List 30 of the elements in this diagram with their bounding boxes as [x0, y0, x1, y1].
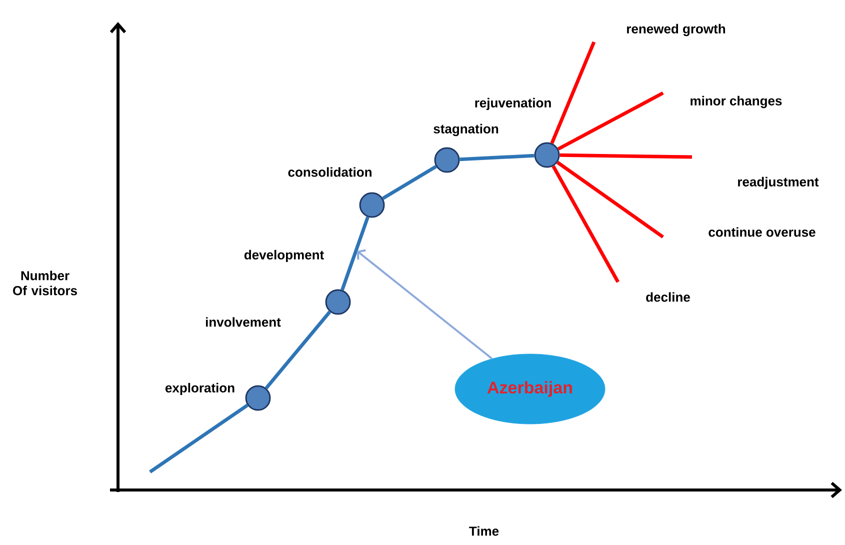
text-label: Time — [469, 526, 499, 536]
arrow — [357, 249, 493, 360]
text-label: decline — [646, 292, 690, 302]
text-label: Number Of visitors — [13, 270, 77, 296]
branch-line — [550, 41, 596, 144]
stage-marker — [245, 385, 271, 411]
stage-marker — [325, 289, 351, 315]
stage-label: rejuvenation — [475, 98, 551, 110]
branch-line — [557, 91, 664, 151]
stage-marker — [434, 147, 460, 173]
text-label: readjustment — [738, 176, 819, 190]
curve-segment — [460, 154, 534, 162]
branch-line — [556, 160, 664, 238]
curve-segment — [264, 310, 332, 390]
oval-callout: Azerbaijan — [454, 354, 606, 424]
text-label: development — [244, 250, 324, 262]
text-label: minor changes — [690, 96, 782, 108]
curve-segment — [340, 216, 370, 291]
curve-segment — [382, 165, 437, 200]
stage-label: involvement — [206, 317, 281, 327]
text-label: continue overuse — [708, 227, 816, 237]
stage-marker — [359, 192, 385, 218]
stage-label: consolidation — [288, 167, 372, 177]
stage-label: exploration — [165, 382, 234, 396]
curve-segment — [149, 404, 248, 474]
branch-line — [560, 153, 692, 159]
stage-label: stagnation — [434, 124, 498, 136]
stage-marker — [534, 142, 560, 168]
branch-line — [552, 165, 620, 283]
text-label: renewed growth — [627, 24, 726, 36]
